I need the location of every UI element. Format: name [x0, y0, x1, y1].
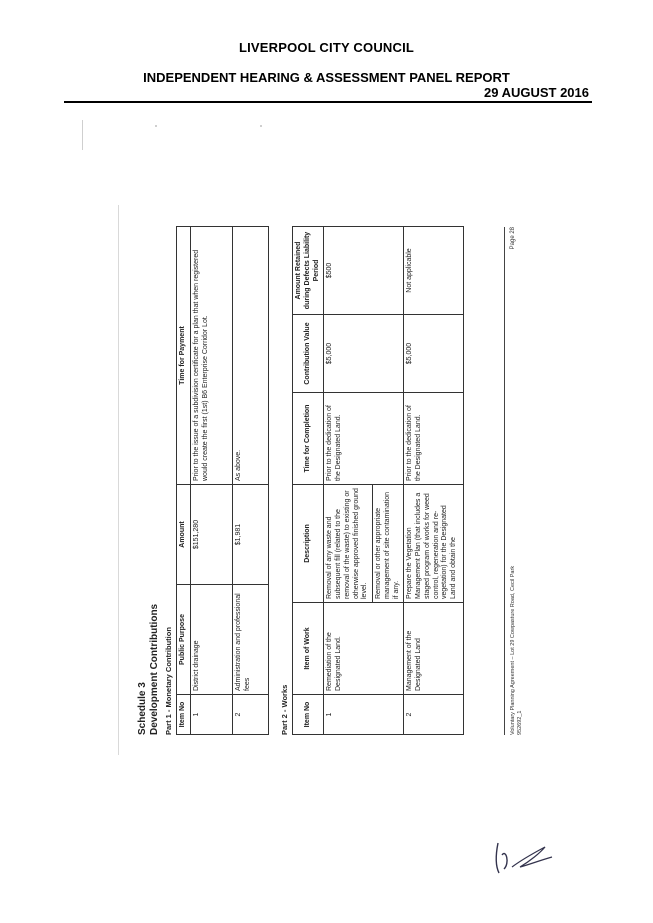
- report-date: 29 AUGUST 2016: [483, 85, 589, 100]
- scanned-schedule-page: Schedule 3 Development Contributions Par…: [132, 205, 532, 755]
- col-item-of-work: Item of Work: [292, 602, 324, 695]
- table-header-row: Item No Item of Work Description Time fo…: [292, 226, 324, 735]
- cell-item-no: 2: [232, 694, 269, 735]
- scan-artifact: [82, 120, 83, 150]
- table-row: 2 Administration and professional fees $…: [232, 226, 269, 735]
- cell-item-no: 1: [190, 694, 233, 735]
- table-row: 2 Management of the Designated Land Prep…: [403, 226, 464, 735]
- cell-amount: $151,280: [190, 484, 233, 585]
- table-row: 1 District drainage $151,280 Prior to th…: [190, 226, 233, 735]
- header-rule: [64, 101, 592, 103]
- cell-purpose: District drainage: [190, 584, 233, 695]
- works-table: Item No Item of Work Description Time fo…: [292, 226, 464, 735]
- cell-work: Management of the Designated Land: [403, 602, 464, 695]
- footer-rule: [504, 227, 505, 735]
- cell-retained: $500: [323, 226, 404, 315]
- report-title: INDEPENDENT HEARING & ASSESSMENT PANEL R…: [143, 70, 510, 85]
- schedule-subtitle: Development Contributions: [148, 603, 160, 735]
- cell-value: $5,000: [403, 314, 464, 393]
- cell-time: Prior to the dedication of the Designate…: [323, 392, 404, 485]
- cell-description: Removal of any waste and subsequent fill…: [323, 484, 373, 603]
- part2-label: Part 2 - Works: [280, 684, 289, 735]
- cell-description: Removal or other appropriate management …: [372, 484, 404, 603]
- document-id: 952692_1: [517, 710, 524, 735]
- cell-retained: Not applicable: [403, 226, 464, 315]
- cell-purpose: Administration and professional fees: [232, 584, 269, 695]
- cell-item-no: 2: [403, 694, 464, 735]
- schedule-title: Schedule 3 Development Contributions: [137, 604, 160, 735]
- footer-text: Voluntary Planning Agreement – Lot 29 Co…: [510, 565, 516, 735]
- page-number: Page 28: [510, 227, 516, 250]
- col-public-purpose: Public Purpose: [176, 584, 191, 695]
- cell-item-no: 1: [323, 694, 404, 735]
- col-contribution-value: Contribution Value: [292, 314, 324, 393]
- scan-margin-line: [118, 205, 119, 755]
- cell-amount: $1,981: [232, 484, 269, 585]
- table-header-row: Item No Public Purpose Amount Time for P…: [176, 226, 191, 735]
- part1-label: Part 1 - Monetary Contribution: [164, 627, 173, 735]
- table-row: 1 Remediation of the Designated Land. Re…: [323, 226, 404, 735]
- cell-time: Prior to the dedication of the Designate…: [403, 392, 464, 485]
- cell-description: Prepare the Vegetation Management Plan (…: [403, 484, 464, 603]
- council-name: LIVERPOOL CITY COUNCIL: [238, 40, 415, 55]
- cell-work: Remediation of the Designated Land.: [323, 602, 404, 695]
- page-footer: Voluntary Planning Agreement – Lot 29 Co…: [510, 566, 524, 735]
- col-time-for-payment: Time for Payment: [176, 226, 191, 485]
- cell-value: $5,000: [323, 314, 404, 393]
- col-item-no: Item No: [292, 694, 324, 735]
- cell-time: Prior to the issue of a subdivision cert…: [190, 226, 233, 485]
- scan-artifact: [260, 125, 262, 127]
- schedule-number: Schedule 3: [137, 682, 148, 735]
- cell-time: As above.: [232, 226, 269, 485]
- col-item-no: Item No: [176, 694, 191, 735]
- signature: [495, 842, 553, 874]
- scan-artifact: [155, 125, 157, 127]
- col-description: Description: [292, 484, 324, 603]
- monetary-contribution-table: Item No Public Purpose Amount Time for P…: [176, 226, 269, 735]
- col-amount-retained: Amount Retained during Defects Liability…: [292, 226, 324, 315]
- col-time-for-completion: Time for Completion: [292, 392, 324, 485]
- col-amount: Amount: [176, 484, 191, 585]
